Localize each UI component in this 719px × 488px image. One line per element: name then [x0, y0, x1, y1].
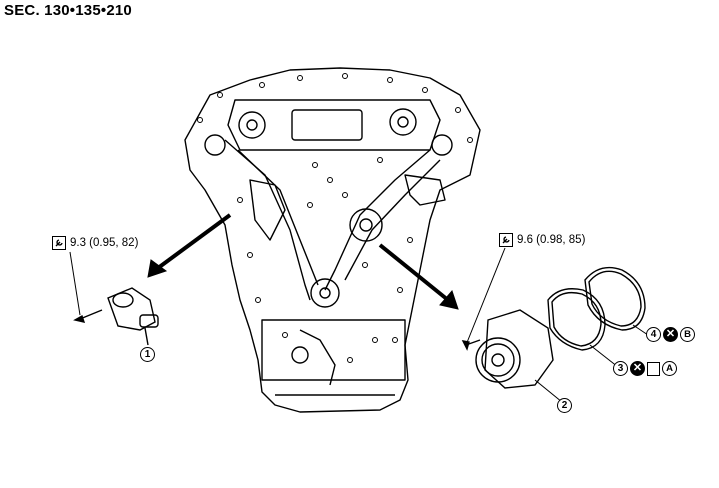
oil-can-icon	[647, 361, 660, 376]
left-timing-chain	[224, 139, 311, 301]
part-4-gasket	[584, 266, 649, 336]
right-timing-chain	[324, 149, 431, 291]
right-outer-sprocket-icon	[431, 134, 453, 156]
torque-wrench-icon	[499, 233, 513, 247]
torque-spec-part-2: 9.6 (0.98, 85)	[499, 233, 585, 247]
callout-4: 4	[646, 327, 661, 342]
torque-wrench-icon	[52, 236, 66, 250]
part-1-sensor	[69, 251, 159, 346]
center-window	[291, 109, 363, 141]
torque-value: 9.6 (0.98, 85)	[517, 234, 586, 246]
torque-spec-part-1: 9.3 (0.95, 82)	[52, 236, 138, 250]
part-3-symbols: 3 ✕ A	[613, 361, 677, 376]
callout-1: 1	[140, 347, 155, 362]
right-side-component	[404, 174, 446, 206]
note-letter-a: A	[662, 361, 677, 376]
lower-block	[261, 319, 406, 381]
left-cam-sprocket-icon	[238, 111, 266, 139]
crank-sprocket-icon	[310, 278, 340, 308]
upper-panel	[227, 99, 441, 151]
do-not-reuse-icon: ✕	[630, 361, 645, 376]
idler-sprocket-icon	[349, 208, 383, 242]
part-2-water-pump	[461, 247, 563, 403]
note-letter-b: B	[680, 327, 695, 342]
right-removal-arrow	[378, 243, 450, 302]
section-code-label: SEC. 130•135•210	[4, 2, 132, 19]
part-3-gasket	[547, 288, 619, 368]
left-chain-guide	[249, 179, 286, 241]
do-not-reuse-icon: ✕	[663, 327, 678, 342]
callout-2: 2	[557, 398, 572, 413]
left-removal-arrow	[156, 213, 232, 270]
part-4-symbols: 4 ✕ B	[646, 327, 695, 342]
removal-arrows	[147, 213, 459, 310]
left-outer-sprocket-icon	[204, 134, 226, 156]
bolt-holes	[197, 73, 473, 363]
right-cam-sprocket-icon	[389, 108, 417, 136]
callout-3: 3	[613, 361, 628, 376]
torque-value: 9.3 (0.95, 82)	[70, 237, 139, 249]
